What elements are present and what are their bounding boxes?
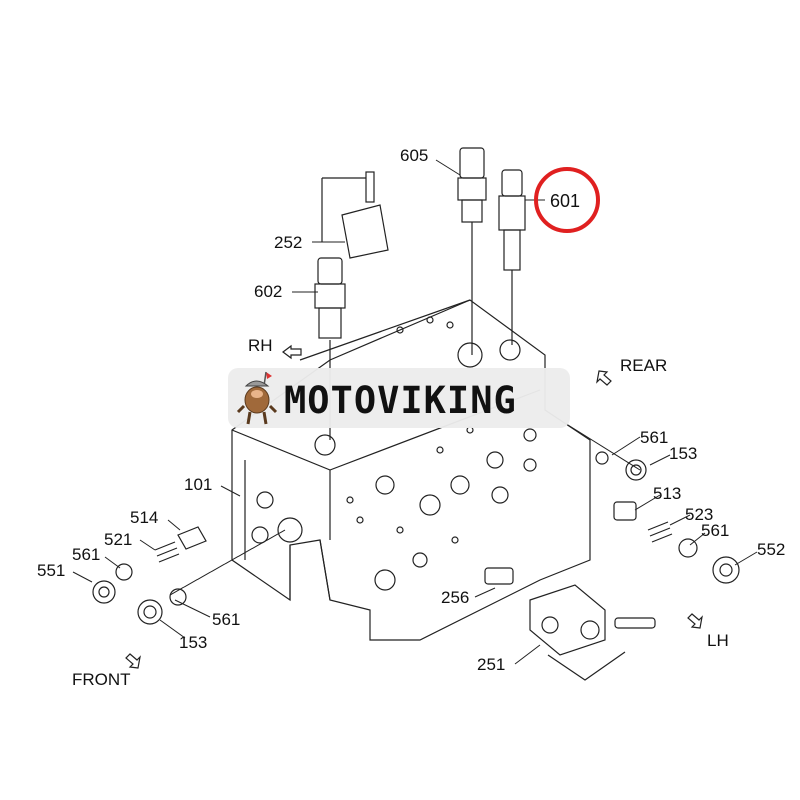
direction-lh: LH bbox=[707, 631, 729, 650]
callout-551: 551 bbox=[37, 561, 66, 580]
front-arrow-icon bbox=[125, 653, 141, 669]
relief-valve-605 bbox=[457, 147, 487, 355]
callout-601: 601 bbox=[550, 191, 581, 211]
watermark-brand: MOTOVIKING bbox=[284, 379, 517, 422]
relief-valve-601 bbox=[498, 169, 526, 345]
direction-rear: REAR bbox=[620, 356, 668, 375]
callout-521: 521 bbox=[104, 530, 133, 549]
direction-rh: RH bbox=[248, 336, 273, 355]
callout-514: 514 bbox=[130, 508, 159, 527]
callout-561: 561 bbox=[640, 428, 669, 447]
leader-lines bbox=[72, 159, 758, 665]
callout-561: 561 bbox=[72, 545, 101, 564]
block-251 bbox=[529, 584, 656, 681]
callout-552: 552 bbox=[757, 540, 786, 559]
callout-101: 101 bbox=[184, 475, 213, 494]
bracket-252 bbox=[321, 171, 389, 259]
callout-153: 153 bbox=[179, 633, 208, 652]
callout-602: 602 bbox=[254, 282, 283, 301]
callout-561: 561 bbox=[212, 610, 241, 629]
callout-513: 513 bbox=[653, 484, 682, 503]
lh-arrow-icon bbox=[687, 613, 703, 629]
callout-153: 153 bbox=[669, 444, 698, 463]
viking-mascot-icon bbox=[236, 371, 278, 425]
rear-arrow-icon bbox=[596, 370, 612, 386]
rh-arrow-icon bbox=[282, 344, 302, 360]
small-parts bbox=[92, 451, 740, 625]
watermark-banner bbox=[228, 368, 570, 428]
callout-605: 605 bbox=[400, 146, 429, 165]
callout-523: 523 bbox=[685, 505, 714, 524]
control-valve-body bbox=[231, 299, 591, 641]
callout-256: 256 bbox=[441, 588, 470, 607]
callout-561: 561 bbox=[701, 521, 730, 540]
highlight-circle-601 bbox=[534, 167, 600, 233]
direction-front: FRONT bbox=[72, 670, 131, 689]
callout-252: 252 bbox=[274, 233, 303, 252]
callout-251: 251 bbox=[477, 655, 506, 674]
